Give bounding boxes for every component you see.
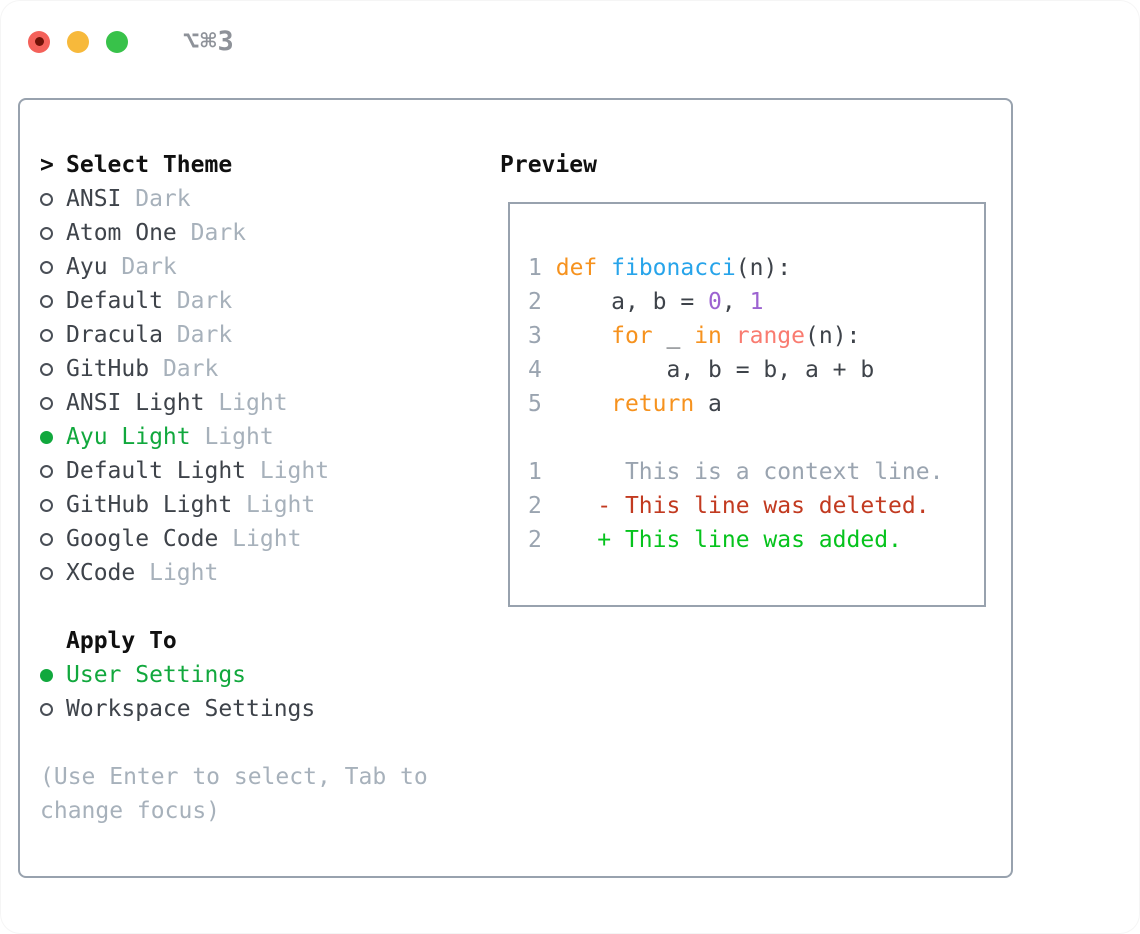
item-variant-label: Dark	[149, 356, 219, 382]
theme-option[interactable]: ANSI Dark	[40, 182, 460, 216]
theme-option[interactable]: Default Light Light	[40, 454, 460, 488]
section-gap	[40, 590, 460, 624]
theme-option[interactable]: Default Dark	[40, 284, 460, 318]
radio-icon[interactable]	[40, 362, 53, 376]
theme-option[interactable]: GitHub Dark	[40, 352, 460, 386]
item-label: User Settings	[66, 662, 247, 688]
item-variant-label: Dark	[162, 322, 233, 348]
item-label: GitHub	[66, 356, 150, 382]
item-label: ANSI Light	[66, 390, 205, 416]
theme-option[interactable]: GitHub Light Light	[40, 488, 460, 522]
item-label: Ayu	[66, 254, 108, 280]
cursor-marker: >	[40, 152, 54, 178]
apply-to-option[interactable]: User Settings	[40, 658, 460, 692]
radio-gutter	[40, 192, 66, 206]
hint-text: (Use Enter to select, Tab to change focu…	[40, 764, 428, 824]
apply-to-header-row: Apply To	[40, 624, 460, 658]
item-label: Workspace Settings	[66, 696, 316, 722]
radio-gutter	[40, 430, 66, 444]
radio-selected-icon[interactable]	[40, 668, 53, 682]
close-button[interactable]	[28, 30, 50, 53]
item-variant-label: Light	[218, 526, 302, 552]
radio-gutter	[40, 532, 66, 546]
theme-option[interactable]: Dracula Dark	[40, 318, 460, 352]
item-variant-label: Light	[232, 492, 316, 518]
item-label: Default Light	[66, 458, 247, 484]
radio-icon[interactable]	[40, 498, 53, 512]
radio-gutter	[40, 294, 66, 308]
item-variant-label: Light	[246, 458, 330, 484]
item-label: XCode	[66, 560, 136, 586]
item-variant-label: Dark	[162, 288, 233, 314]
radio-gutter	[40, 260, 66, 274]
item-variant-label: Dark	[121, 186, 191, 212]
radio-gutter	[40, 498, 66, 512]
radio-gutter	[40, 226, 66, 240]
radio-gutter	[40, 702, 66, 716]
item-label: GitHub Light	[66, 492, 233, 518]
titlebar: ⌥⌘3	[28, 26, 235, 57]
preview-code: 1 def fibonacci(n): 2 a, b = 0, 1 3 for …	[528, 255, 944, 553]
section-gap	[40, 726, 460, 760]
radio-gutter	[40, 328, 66, 342]
radio-gutter	[40, 464, 66, 478]
radio-selected-icon[interactable]	[40, 430, 53, 444]
radio-icon[interactable]	[40, 566, 53, 580]
theme-option[interactable]: XCode Light	[40, 556, 460, 590]
radio-icon[interactable]	[40, 328, 53, 342]
item-variant-label: Light	[190, 424, 274, 450]
item-variant-label: Light	[204, 390, 288, 416]
theme-option[interactable]: Ayu Light Light	[40, 420, 460, 454]
select-theme-header: Select Theme	[66, 152, 233, 178]
radio-icon[interactable]	[40, 260, 53, 274]
select-theme-header-row: > Select Theme	[40, 148, 460, 182]
item-label: Ayu Light	[66, 424, 191, 450]
radio-icon[interactable]	[40, 396, 53, 410]
window-title: ⌥⌘3	[183, 26, 235, 57]
item-label: Google Code	[66, 526, 219, 552]
item-variant-label: Dark	[176, 220, 247, 246]
radio-gutter	[40, 668, 66, 682]
item-label: Atom One	[66, 220, 177, 246]
item-label: ANSI	[66, 186, 122, 212]
radio-icon[interactable]	[40, 702, 53, 716]
preview-header: Preview	[500, 152, 597, 178]
zoom-button[interactable]	[106, 30, 128, 53]
theme-option[interactable]: Google Code Light	[40, 522, 460, 556]
item-label: Default	[66, 288, 163, 314]
radio-gutter	[40, 566, 66, 580]
theme-option[interactable]: Atom One Dark	[40, 216, 460, 250]
radio-gutter	[40, 362, 66, 376]
radio-icon[interactable]	[40, 226, 53, 240]
radio-icon[interactable]	[40, 294, 53, 308]
theme-option[interactable]: ANSI Light Light	[40, 386, 460, 420]
item-variant-label: Dark	[107, 254, 177, 280]
minimize-button[interactable]	[67, 30, 89, 53]
close-dot-icon	[34, 37, 44, 46]
item-label: Dracula	[66, 322, 163, 348]
radio-icon[interactable]	[40, 192, 53, 206]
radio-icon[interactable]	[40, 532, 53, 546]
preview-box: 1 def fibonacci(n): 2 a, b = 0, 1 3 for …	[508, 202, 986, 607]
apply-to-header: Apply To	[66, 628, 177, 654]
apply-to-option[interactable]: Workspace Settings	[40, 692, 460, 726]
radio-icon[interactable]	[40, 464, 53, 478]
theme-option[interactable]: Ayu Dark	[40, 250, 460, 284]
radio-gutter	[40, 396, 66, 410]
item-variant-label: Light	[135, 560, 219, 586]
